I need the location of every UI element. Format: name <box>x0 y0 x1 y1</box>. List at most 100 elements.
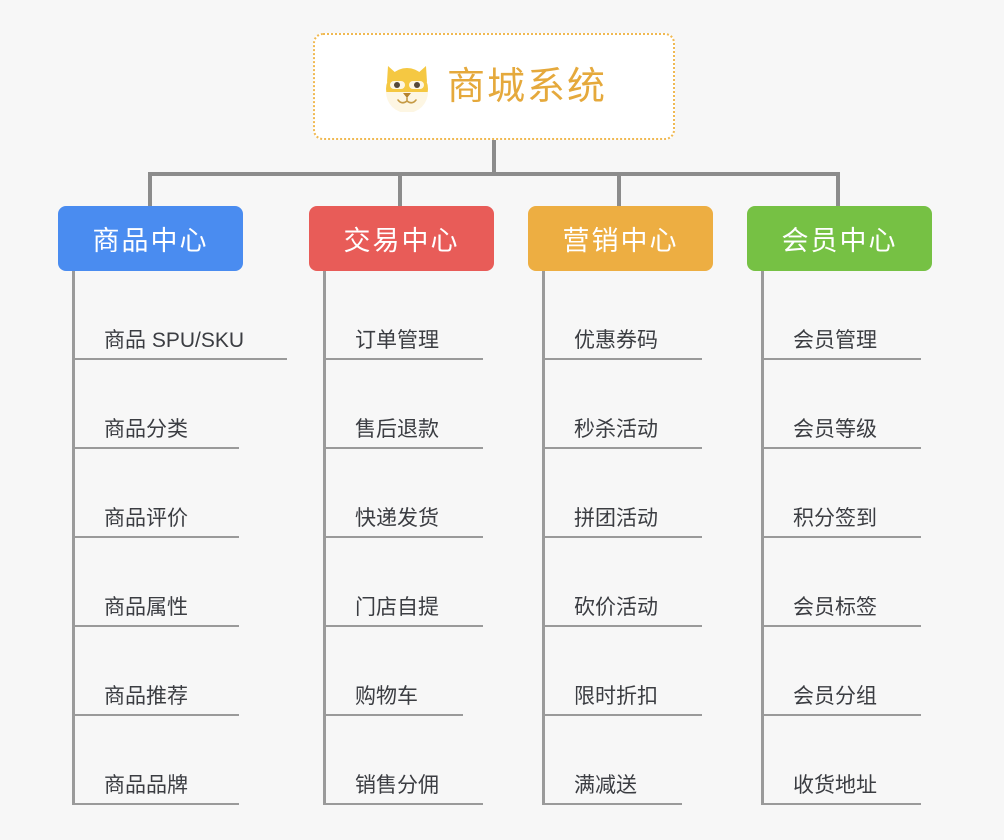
leaf-underline <box>761 447 921 449</box>
leaf-item-label: 拼团活动 <box>574 507 658 530</box>
connector-horizontal-bus <box>148 172 838 176</box>
leaf-list-product: 商品 SPU/SKU 商品分类 商品评价 商品属性 商品推荐 商品品牌 <box>72 271 287 805</box>
leaf-item-label: 订单管理 <box>355 329 439 352</box>
leaf-item[interactable]: 商品分类 <box>72 360 257 449</box>
leaf-item-label: 优惠券码 <box>574 329 658 352</box>
leaf-underline <box>761 358 921 360</box>
category-header-trade[interactable]: 交易中心 <box>309 206 494 271</box>
leaf-item[interactable]: 销售分佣 <box>323 716 508 805</box>
leaf-underline <box>542 803 682 805</box>
category-column-member: 会员中心 会员管理 会员等级 积分签到 会员标签 会员分组 <box>747 206 946 805</box>
leaf-item[interactable]: 砍价活动 <box>542 538 727 627</box>
leaf-spine <box>761 271 764 805</box>
leaf-item[interactable]: 商品品牌 <box>72 716 257 805</box>
category-header-label: 营销中心 <box>562 226 679 256</box>
leaf-list-trade: 订单管理 售后退款 快递发货 门店自提 购物车 销售分佣 <box>323 271 508 805</box>
leaf-item-label: 收货地址 <box>793 774 877 797</box>
leaf-item[interactable]: 售后退款 <box>323 360 508 449</box>
leaf-item[interactable]: 购物车 <box>323 627 508 716</box>
leaf-item[interactable]: 满减送 <box>542 716 727 805</box>
shiba-dog-face-icon <box>381 62 433 112</box>
leaf-underline <box>72 803 239 805</box>
leaf-underline <box>542 714 702 716</box>
leaf-item[interactable]: 拼团活动 <box>542 449 727 538</box>
leaf-item[interactable]: 收货地址 <box>761 716 946 805</box>
leaf-underline <box>72 536 239 538</box>
leaf-item-label: 会员管理 <box>793 329 877 352</box>
root-node[interactable]: 商城系统 <box>313 33 675 140</box>
leaf-underline <box>323 625 483 627</box>
leaf-item-label: 销售分佣 <box>355 774 439 797</box>
leaf-underline <box>72 714 239 716</box>
category-header-member[interactable]: 会员中心 <box>747 206 932 271</box>
leaf-item[interactable]: 会员管理 <box>761 271 946 360</box>
leaf-list-member: 会员管理 会员等级 积分签到 会员标签 会员分组 收货地址 <box>761 271 946 805</box>
leaf-item[interactable]: 快递发货 <box>323 449 508 538</box>
leaf-underline <box>542 625 702 627</box>
leaf-item-label: 砍价活动 <box>574 596 658 619</box>
connector-drop-3 <box>617 172 621 206</box>
leaf-underline <box>323 447 483 449</box>
category-column-product: 商品中心 商品 SPU/SKU 商品分类 商品评价 商品属性 商品推荐 <box>58 206 287 805</box>
leaf-underline <box>761 803 921 805</box>
leaf-item[interactable]: 商品 SPU/SKU <box>72 271 287 360</box>
leaf-underline <box>323 714 463 716</box>
leaf-item-label: 商品品牌 <box>104 774 188 797</box>
leaf-underline <box>323 536 483 538</box>
leaf-underline <box>761 536 921 538</box>
category-column-marketing: 营销中心 优惠券码 秒杀活动 拼团活动 砍价活动 限时折扣 <box>528 206 727 805</box>
leaf-underline <box>542 358 702 360</box>
category-column-trade: 交易中心 订单管理 售后退款 快递发货 门店自提 购物车 <box>309 206 508 805</box>
leaf-item-label: 售后退款 <box>355 418 439 441</box>
leaf-underline <box>72 447 239 449</box>
leaf-item-label: 商品评价 <box>104 507 188 530</box>
leaf-underline <box>542 536 702 538</box>
connector-drop-1 <box>148 172 152 206</box>
leaf-item-label: 商品属性 <box>104 596 188 619</box>
category-header-label: 商品中心 <box>92 226 209 256</box>
category-header-label: 会员中心 <box>781 226 898 256</box>
leaf-item[interactable]: 优惠券码 <box>542 271 727 360</box>
leaf-item[interactable]: 积分签到 <box>761 449 946 538</box>
leaf-item-label: 会员等级 <box>793 418 877 441</box>
leaf-item-label: 快递发货 <box>355 507 439 530</box>
connector-drop-4 <box>836 172 840 206</box>
leaf-item-label: 满减送 <box>574 774 637 797</box>
leaf-spine <box>323 271 326 805</box>
leaf-spine <box>72 271 75 805</box>
category-header-marketing[interactable]: 营销中心 <box>528 206 713 271</box>
leaf-item-label: 秒杀活动 <box>574 418 658 441</box>
leaf-item-label: 商品分类 <box>104 418 188 441</box>
leaf-item[interactable]: 会员标签 <box>761 538 946 627</box>
leaf-item-label: 会员标签 <box>793 596 877 619</box>
root-title: 商城系统 <box>446 65 607 108</box>
leaf-item-label: 限时折扣 <box>574 685 658 708</box>
category-header-label: 交易中心 <box>343 226 460 256</box>
connector-drop-2 <box>398 172 402 206</box>
leaf-item[interactable]: 订单管理 <box>323 271 508 360</box>
leaf-item[interactable]: 秒杀活动 <box>542 360 727 449</box>
leaf-item[interactable]: 限时折扣 <box>542 627 727 716</box>
leaf-item-label: 会员分组 <box>793 685 877 708</box>
leaf-item-label: 积分签到 <box>793 507 877 530</box>
leaf-underline <box>72 625 239 627</box>
leaf-item[interactable]: 会员分组 <box>761 627 946 716</box>
leaf-item[interactable]: 商品属性 <box>72 538 257 627</box>
leaf-underline <box>323 803 483 805</box>
leaf-item[interactable]: 商品评价 <box>72 449 257 538</box>
leaf-underline <box>72 358 287 360</box>
leaf-item[interactable]: 门店自提 <box>323 538 508 627</box>
leaf-item[interactable]: 会员等级 <box>761 360 946 449</box>
leaf-list-marketing: 优惠券码 秒杀活动 拼团活动 砍价活动 限时折扣 满减送 <box>542 271 727 805</box>
leaf-underline <box>542 447 702 449</box>
leaf-item-label: 商品 SPU/SKU <box>104 329 245 352</box>
connector-root-stem <box>492 140 496 174</box>
leaf-item-label: 门店自提 <box>355 596 439 619</box>
category-header-product[interactable]: 商品中心 <box>58 206 243 271</box>
leaf-item-label: 购物车 <box>355 685 418 708</box>
leaf-item[interactable]: 商品推荐 <box>72 627 257 716</box>
leaf-underline <box>761 714 921 716</box>
leaf-underline <box>323 358 483 360</box>
leaf-spine <box>542 271 545 805</box>
